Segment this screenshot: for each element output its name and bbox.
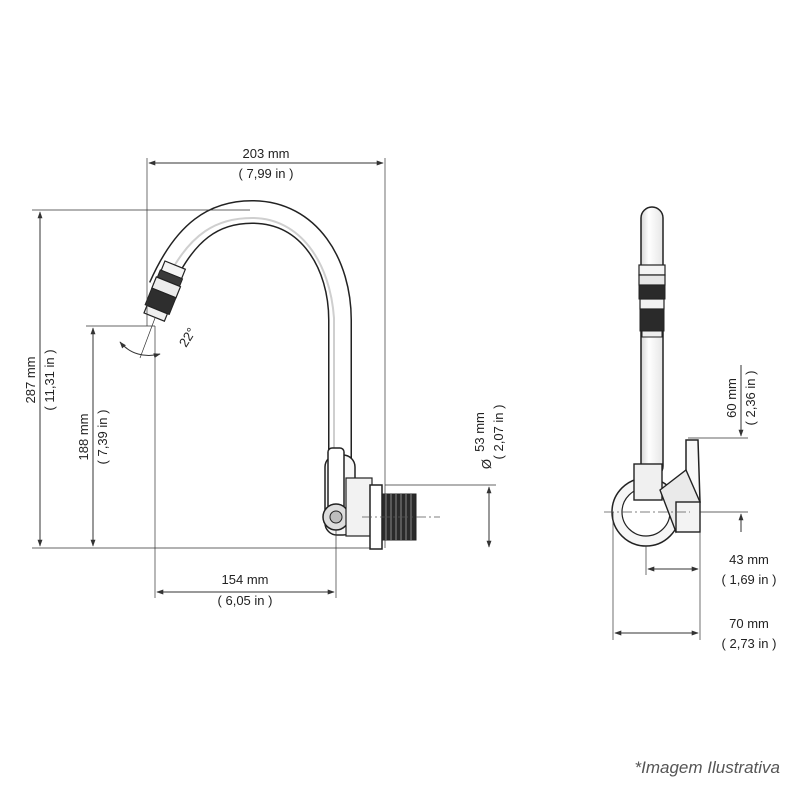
total-height-in: ( 11,31 in ) xyxy=(42,349,57,410)
angle-label: 22° xyxy=(176,325,199,350)
total-depth-mm: 70 mm xyxy=(729,616,769,631)
total-height-mm: 287 mm xyxy=(23,357,38,404)
wall-offset-mm: 43 mm xyxy=(729,552,769,567)
handle-height-mm: 60 mm xyxy=(724,378,739,418)
reach-in: ( 6,05 in ) xyxy=(218,593,273,608)
handle-height-in: ( 2,36 in ) xyxy=(743,371,758,426)
top-width-in: ( 7,99 in ) xyxy=(239,166,294,181)
spout-height-mm: 188 mm xyxy=(76,414,91,461)
diameter-mm: 53 mm xyxy=(472,412,487,452)
side-tube xyxy=(640,206,664,478)
faucet-side-view xyxy=(604,206,701,547)
top-width-mm: 203 mm xyxy=(243,146,290,161)
diameter-in: ( 2,07 in ) xyxy=(491,405,506,460)
spout-height-in: ( 7,39 in ) xyxy=(95,410,110,465)
faucet-front-view xyxy=(143,199,440,550)
aerator xyxy=(143,260,187,322)
illustrative-image-caption: *Imagem Ilustrativa xyxy=(634,758,781,777)
diameter-symbol: Ø xyxy=(479,459,494,469)
angle-arc xyxy=(119,341,161,358)
reach-mm: 154 mm xyxy=(222,572,269,587)
wall-offset-in: ( 1,69 in ) xyxy=(722,572,777,587)
side-dimensions: 60 mm ( 2,36 in ) 43 mm ( 1,69 in ) 70 m… xyxy=(612,365,777,651)
front-dimensions: 203 mm ( 7,99 in ) 287 mm ( 11,31 in ) 1… xyxy=(23,146,506,608)
handle-lever xyxy=(327,447,345,511)
total-depth-in: ( 2,73 in ) xyxy=(722,636,777,651)
